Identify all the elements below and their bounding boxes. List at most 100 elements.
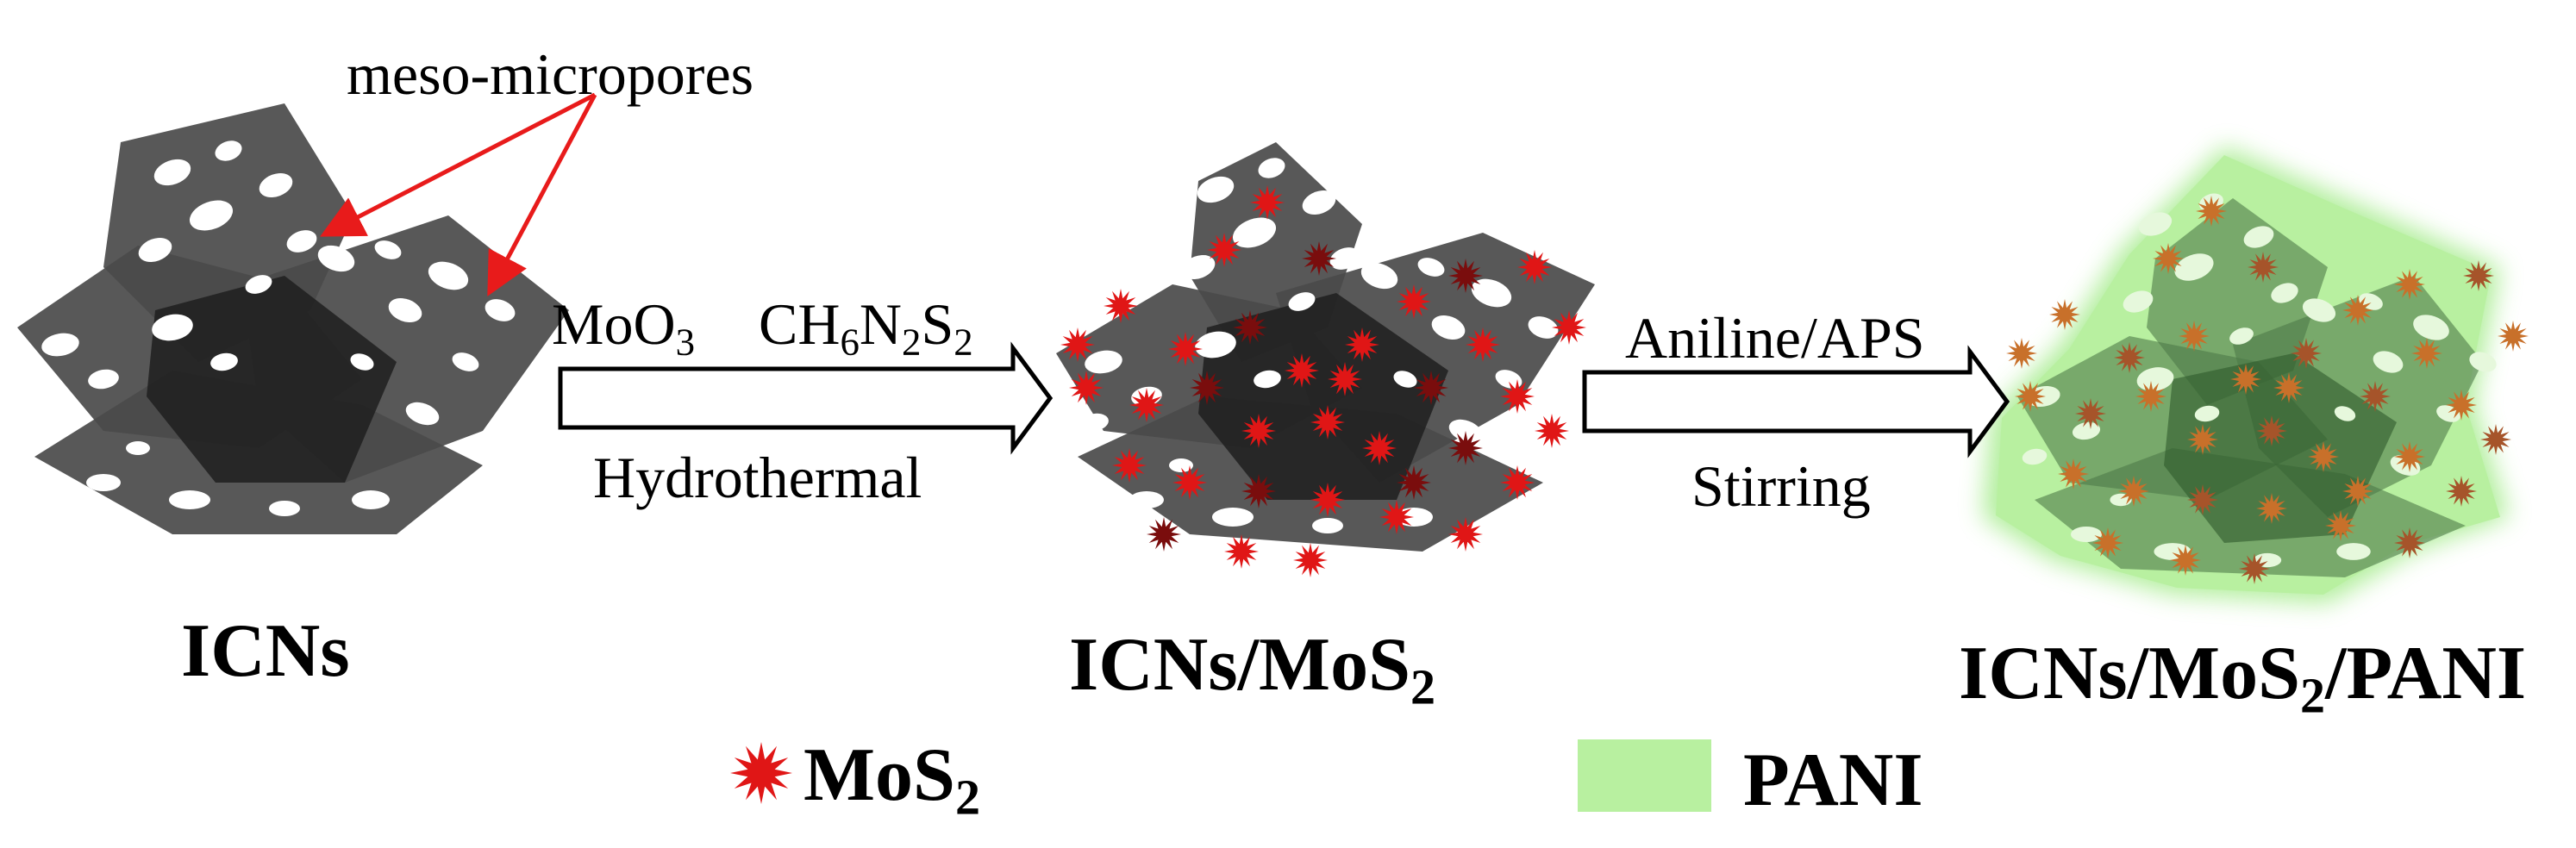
legend-pani-label: PANI xyxy=(1743,739,1923,822)
mos2-particle xyxy=(1397,465,1431,500)
mos2-particle xyxy=(1190,371,1224,405)
icns-pores xyxy=(38,140,516,516)
pore xyxy=(452,352,479,371)
pore xyxy=(2022,448,2048,465)
pore xyxy=(2243,226,2274,248)
pore xyxy=(210,352,238,371)
pore xyxy=(153,159,191,186)
annotation-arrow xyxy=(320,92,597,237)
mos2-particle xyxy=(2006,338,2037,369)
mos2-particle xyxy=(2498,321,2529,352)
step1-reagent-moo3: MoO3 xyxy=(552,291,696,364)
pore xyxy=(1431,315,1466,340)
process-arrow-2 xyxy=(1582,345,2010,458)
pore xyxy=(189,200,234,231)
mos2-particle xyxy=(1310,483,1345,517)
mos2-particle xyxy=(2049,299,2080,330)
mos2-particle xyxy=(1397,284,1431,319)
annotation-arrow xyxy=(487,93,597,296)
legend-mos2-label: MoS2 xyxy=(803,733,981,826)
mos2-particle xyxy=(2153,243,2184,274)
mos2-particle xyxy=(1285,353,1319,388)
pore xyxy=(86,474,121,491)
mos2-particle xyxy=(1129,388,1164,422)
mos2-particle xyxy=(2239,553,2270,584)
mos2-particle xyxy=(2256,415,2287,446)
pore xyxy=(2334,406,2356,421)
pore xyxy=(286,230,317,253)
mos2-particle xyxy=(1112,448,1147,483)
pore xyxy=(388,297,422,323)
coated-mos2-particles xyxy=(2006,196,2529,584)
icns-structure xyxy=(17,103,569,534)
mos2-particle xyxy=(1362,431,1397,465)
carbon-sheet xyxy=(2164,353,2397,543)
step1-reagent-thiourea: CH6N2S2 xyxy=(759,291,973,364)
pore xyxy=(352,490,390,509)
coated-pores xyxy=(2022,193,2497,568)
pore xyxy=(2302,298,2336,322)
mos2-particle xyxy=(1104,289,1138,323)
pore xyxy=(350,353,374,371)
mos2-particle xyxy=(2179,321,2210,352)
mos2-particles xyxy=(1060,185,1586,577)
mos2-particle xyxy=(1448,259,1483,293)
mos2-particle xyxy=(730,742,792,804)
mos2-particle xyxy=(1500,379,1535,414)
mos2-particle xyxy=(1293,543,1328,577)
pore xyxy=(405,402,440,426)
icns-mos2-pores xyxy=(1081,158,1559,533)
mos2-particle xyxy=(2394,269,2425,300)
sample-label-icns-mos2: ICNs/MoS2 xyxy=(1069,623,1436,715)
pore xyxy=(269,501,300,516)
mos2-particle xyxy=(1500,465,1535,500)
mos2-particle xyxy=(2170,545,2201,576)
mos2-particle xyxy=(2480,424,2511,455)
pore xyxy=(1081,413,1109,432)
mos2-particle xyxy=(1302,241,1336,276)
mos2-particle xyxy=(1224,534,1259,569)
mos2-particle xyxy=(1147,517,1181,552)
mos2-particle xyxy=(1060,327,1095,362)
pore xyxy=(152,314,193,341)
mos2-particle xyxy=(1250,185,1285,220)
pore xyxy=(2174,253,2214,281)
mos2-particle xyxy=(2092,527,2123,558)
legend-mos2-icon xyxy=(730,742,792,804)
pore xyxy=(1288,292,1316,311)
pore xyxy=(138,237,172,263)
pore xyxy=(1495,370,1522,389)
pore xyxy=(215,140,242,161)
mos2-particle xyxy=(1069,371,1104,405)
mos2-particle xyxy=(1517,250,1552,284)
pore xyxy=(2373,351,2404,373)
mos2-particle xyxy=(1328,362,1362,396)
pore xyxy=(1258,158,1285,178)
pore xyxy=(2413,315,2449,340)
pore xyxy=(2336,543,2371,560)
mos2-particle xyxy=(1241,474,1276,508)
mos2-particle xyxy=(2291,338,2322,369)
step2-condition: Stirring xyxy=(1691,453,1871,519)
mos2-particle xyxy=(2273,372,2304,403)
pore xyxy=(2136,367,2174,391)
mos2-particle xyxy=(2463,260,2494,291)
mos2-particle xyxy=(2394,441,2425,472)
pore xyxy=(1181,254,1216,280)
carbon-sheet xyxy=(147,276,397,483)
pore xyxy=(88,369,119,390)
mos2-particle xyxy=(2308,441,2339,472)
pore xyxy=(1195,331,1236,359)
pore xyxy=(2123,290,2154,313)
mos2-particle xyxy=(2118,476,2149,507)
pore xyxy=(245,275,272,294)
pore xyxy=(2469,352,2497,372)
pore xyxy=(2072,421,2101,440)
pore xyxy=(259,172,293,198)
mos2-particle xyxy=(1233,310,1267,345)
icns-mos2-structure xyxy=(1056,142,1595,577)
icns-mos2-pani-structure xyxy=(1983,147,2529,603)
pore xyxy=(1471,278,1512,308)
